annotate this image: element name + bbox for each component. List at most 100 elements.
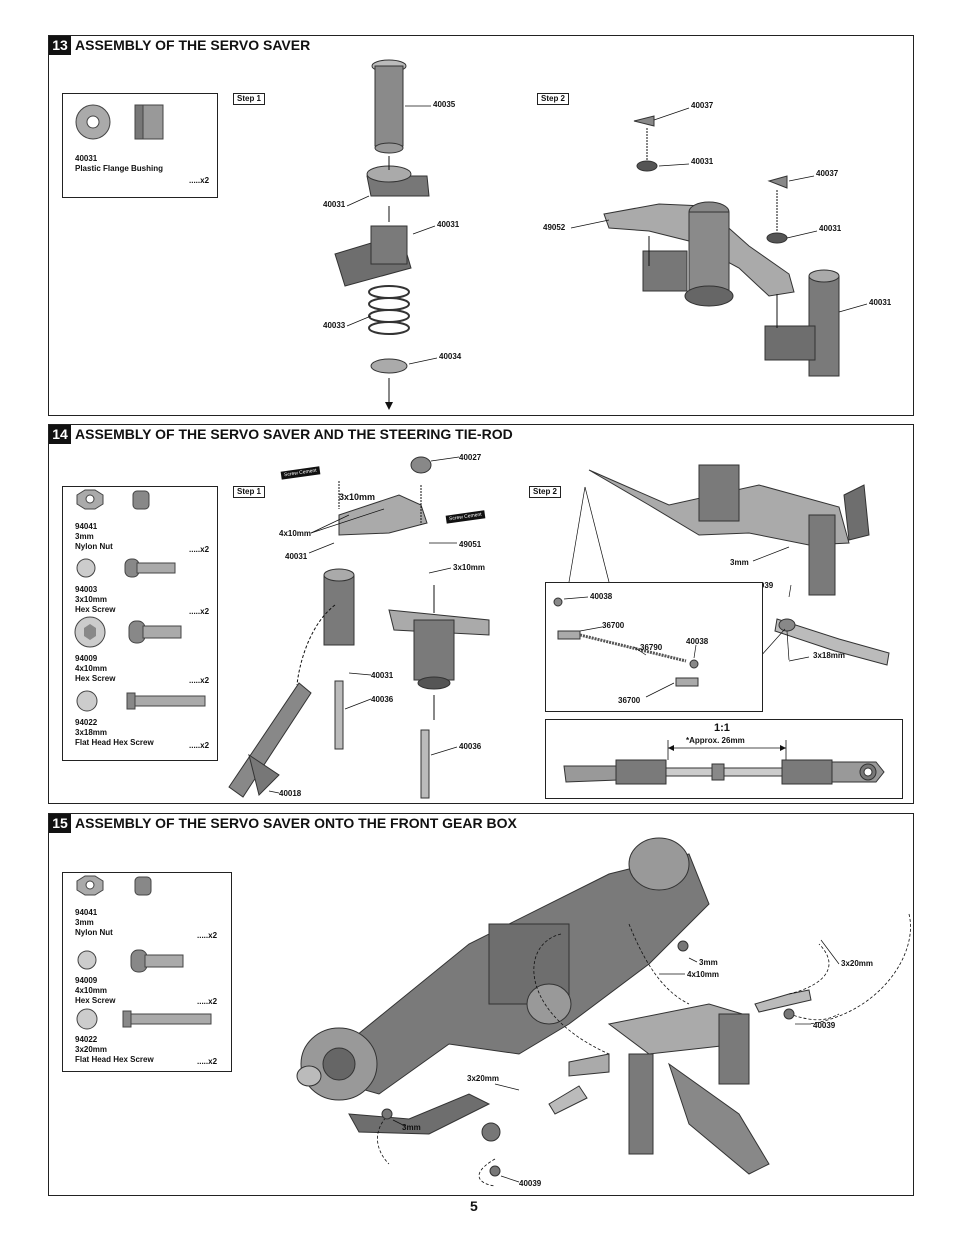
s15-part3-size: 3x20mm xyxy=(75,1045,108,1054)
section-14: 14 ASSEMBLY OF THE SERVO SAVER AND THE S… xyxy=(48,424,914,804)
s14-label-11: 3mm xyxy=(730,558,749,567)
s13-part-code: 40031 xyxy=(75,154,98,163)
s15-part1-name: Nylon Nut xyxy=(75,928,113,937)
s14-detail-label-3: 36790 xyxy=(640,643,663,652)
section-13: 13 ASSEMBLY OF THE SERVO SAVER 40031 Pla… xyxy=(48,35,914,416)
s13-label-5: 40034 xyxy=(439,352,462,361)
s13-label-3: 40031 xyxy=(437,220,460,229)
s14-scale-label: 1:1 xyxy=(714,722,730,734)
s15-assembly-diagram xyxy=(296,837,911,1187)
s15-label-4: 40039 xyxy=(813,1021,836,1030)
s13-label-8: 40037 xyxy=(816,169,839,178)
s14-step1-parts xyxy=(228,456,490,799)
s14-label-13: 3x18mm xyxy=(813,651,846,660)
s14-part2-name: Hex Screw xyxy=(75,605,116,614)
s14-part1-name: Nylon Nut xyxy=(75,542,113,551)
s14-label-10: 40018 xyxy=(279,789,302,798)
s13-label-10: 40031 xyxy=(819,224,842,233)
s14-part4-name: Flat Head Hex Screw xyxy=(75,738,154,747)
s13-parts-illustration xyxy=(75,104,164,140)
s15-part2-size: 4x10mm xyxy=(75,986,108,995)
s14-tierod-detail-box: 40038 36700 36790 40038 36700 xyxy=(545,582,763,712)
s13-step2-label: Step 2 xyxy=(537,93,570,105)
section-15-number: 15 xyxy=(49,814,71,833)
s14-part4-code: 94022 xyxy=(75,718,98,727)
s13-parts-box: 40031 Plastic Flange Bushing .....x2 xyxy=(62,93,218,198)
s13-label-11: 40031 xyxy=(869,298,892,307)
s14-label-7: 40031 xyxy=(371,671,394,680)
s13-label-6: 40037 xyxy=(691,101,714,110)
s14-tierod-detail-illustration xyxy=(553,596,699,698)
s13-label-4: 40033 xyxy=(323,321,346,330)
s14-parts-box: 94041 3mm Nylon Nut .....x2 94003 3x10mm… xyxy=(62,486,218,761)
s14-part1-code: 94041 xyxy=(75,522,98,531)
s14-label-9: 40036 xyxy=(459,742,482,751)
s14-part3-name: Hex Screw xyxy=(75,674,116,683)
s14-label-6: 3x10mm xyxy=(453,563,486,572)
s14-part2-qty: .....x2 xyxy=(189,607,210,616)
s15-part3-code: 94022 xyxy=(75,1035,98,1044)
s14-scale-box: 1:1 *Approx. 26mm xyxy=(545,719,903,799)
s14-detail-label-4: 40038 xyxy=(686,637,709,646)
s15-label-3: 3x20mm xyxy=(841,959,874,968)
s13-label-7: 40031 xyxy=(691,157,714,166)
s14-label-5: 49051 xyxy=(459,540,482,549)
s13-step1-parts xyxy=(334,59,430,374)
s14-part3-code: 94009 xyxy=(75,654,98,663)
s14-part2-code: 94003 xyxy=(75,585,98,594)
section-15: 15 ASSEMBLY OF THE SERVO SAVER ONTO THE … xyxy=(48,813,914,1196)
s15-parts-illustration xyxy=(76,875,212,1030)
s14-label-4: 40031 xyxy=(285,552,308,561)
s15-part2-qty: .....x2 xyxy=(197,997,218,1006)
s13-step1-label: Step 1 xyxy=(233,93,266,105)
s13-part-name: Plastic Flange Bushing xyxy=(75,164,164,173)
section-15-title: ASSEMBLY OF THE SERVO SAVER ONTO THE FRO… xyxy=(75,815,517,831)
s14-detail-label-2: 36700 xyxy=(602,621,625,630)
s14-label-1: 40027 xyxy=(459,453,482,462)
s15-part2-code: 94009 xyxy=(75,976,98,985)
s13-part-qty: .....x2 xyxy=(189,176,210,185)
s14-part4-size: 3x18mm xyxy=(75,728,108,737)
s14-label-2: 3x10mm xyxy=(339,492,376,502)
s13-label-1: 40035 xyxy=(433,100,456,109)
s15-parts-box: 94041 3mm Nylon Nut .....x2 94009 4x10mm… xyxy=(62,872,232,1072)
s15-label-5: 3x20mm xyxy=(467,1074,500,1083)
s15-part1-size: 3mm xyxy=(75,918,94,927)
s14-part3-qty: .....x2 xyxy=(189,676,210,685)
s15-part1-qty: .....x2 xyxy=(197,931,218,940)
s14-detail-label-5: 36700 xyxy=(618,696,641,705)
section-13-title: ASSEMBLY OF THE SERVO SAVER xyxy=(75,37,311,53)
s15-part1-code: 94041 xyxy=(75,908,98,917)
s13-step2-parts xyxy=(603,115,840,377)
s14-step2-parts xyxy=(588,464,890,666)
section-14-number: 14 xyxy=(49,425,71,444)
s14-step2-label: Step 2 xyxy=(529,486,562,498)
s14-step1-label: Step 1 xyxy=(233,486,266,498)
s15-part3-qty: .....x2 xyxy=(197,1057,218,1066)
section-14-title: ASSEMBLY OF THE SERVO SAVER AND THE STEE… xyxy=(75,426,513,442)
s14-label-3: 4x10mm xyxy=(279,529,312,538)
s14-detail-label-1: 40038 xyxy=(590,592,613,601)
s15-part2-name: Hex Screw xyxy=(75,996,116,1005)
s15-gearbox-parts xyxy=(296,837,812,1175)
s14-part1-qty: .....x2 xyxy=(189,545,210,554)
page-number: 5 xyxy=(470,1198,478,1214)
section-13-number: 13 xyxy=(49,36,71,55)
s14-part4-qty: .....x2 xyxy=(189,741,210,750)
s13-label-9: 49052 xyxy=(543,223,566,232)
s14-parts-illustration xyxy=(74,489,206,712)
s14-part3-size: 4x10mm xyxy=(75,664,108,673)
s14-part2-size: 3x10mm xyxy=(75,595,108,604)
s15-part3-name: Flat Head Hex Screw xyxy=(75,1055,154,1064)
s14-part1-size: 3mm xyxy=(75,532,94,541)
s15-label-7: 40039 xyxy=(519,1179,542,1188)
s15-label-2: 4x10mm xyxy=(687,970,720,979)
s13-label-2: 40031 xyxy=(323,200,346,209)
s14-exploded-diagram xyxy=(228,456,890,799)
s13-exploded-diagram xyxy=(334,59,868,410)
s15-label-1: 3mm xyxy=(699,958,718,967)
s15-label-6: 3mm xyxy=(402,1123,421,1132)
s14-approx-label: *Approx. 26mm xyxy=(686,736,745,745)
s14-label-8: 40036 xyxy=(371,695,394,704)
s14-scale-illustration xyxy=(563,740,885,785)
